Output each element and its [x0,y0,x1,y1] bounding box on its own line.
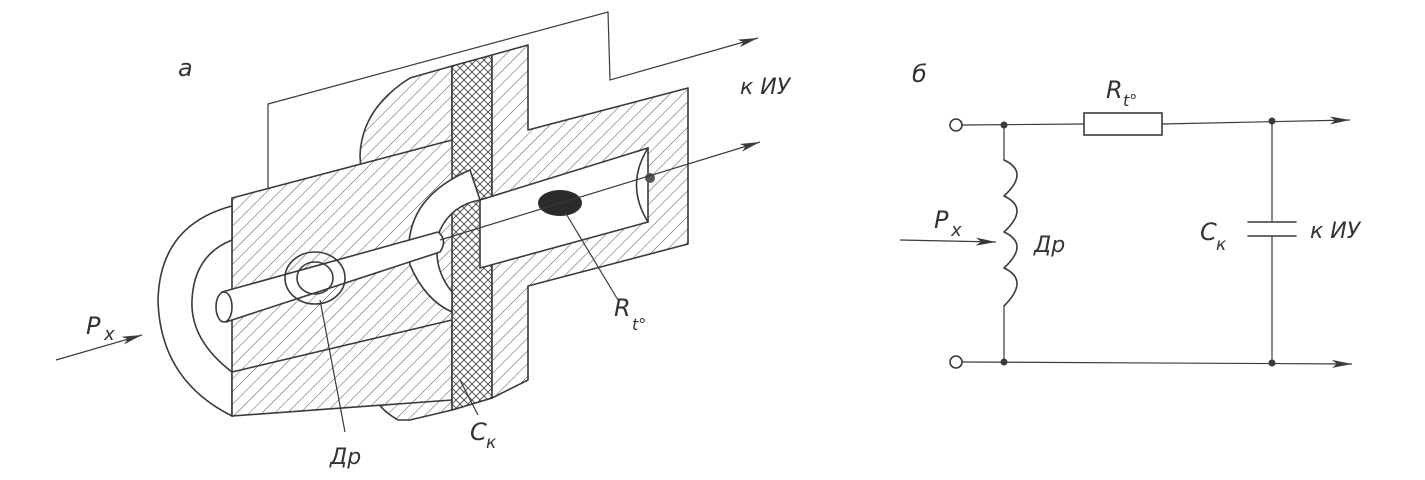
bore-end-curve [635,147,649,223]
capacitor-label-a: C [470,418,487,446]
capacitor-leader [459,379,479,416]
input-arrow-a [55,334,143,361]
output-label-a: к ИУ [740,75,792,100]
top-wire-left [961,123,1085,126]
thermistor-label-a: R [614,294,631,322]
top-wire-right [1161,116,1351,125]
thermistor-resistor [1083,112,1163,136]
housing-end-cap [157,198,233,418]
panel-b-label: б [912,60,927,88]
output-label-b: к ИУ [1310,219,1362,244]
choke-leader [319,299,346,433]
choke-ring-inner [296,261,334,295]
thermistor-sub-a: t° [632,315,646,334]
input-label-b: P [934,206,949,234]
thermistor-label-b: R [1106,76,1123,104]
panel-a-label: a [178,54,193,82]
panel-a-sectional-view: a к ИУ P x Др C к R t° [55,11,792,470]
input-sub-a: x [103,324,115,345]
bottom-wire [961,359,1353,368]
choke-label-b: Др [1033,233,1065,258]
capacitor-sub-b: к [1216,235,1227,255]
panel-b-circuit: б R t° P x Др C к к ИУ [899,60,1362,369]
input-label-a: P [86,312,101,340]
capacitor-sub-a: к [486,433,497,453]
capacitor-label-b: C [1200,218,1217,246]
input-arrow-b [899,237,997,246]
inner-output-lead [439,141,761,241]
upper-output-lead [267,11,759,300]
choke-ring-outer [284,251,346,305]
input-terminal-top [949,118,963,132]
thermistor-leader [564,211,619,301]
choke-coil [1003,159,1018,307]
choke-label-a: Др [329,445,361,470]
input-sub-b: x [950,220,962,241]
input-terminal-bottom [949,355,963,369]
thermistor-sub-b: t° [1123,91,1137,110]
rod-end [215,291,233,323]
bore-opening-curve [408,168,482,314]
